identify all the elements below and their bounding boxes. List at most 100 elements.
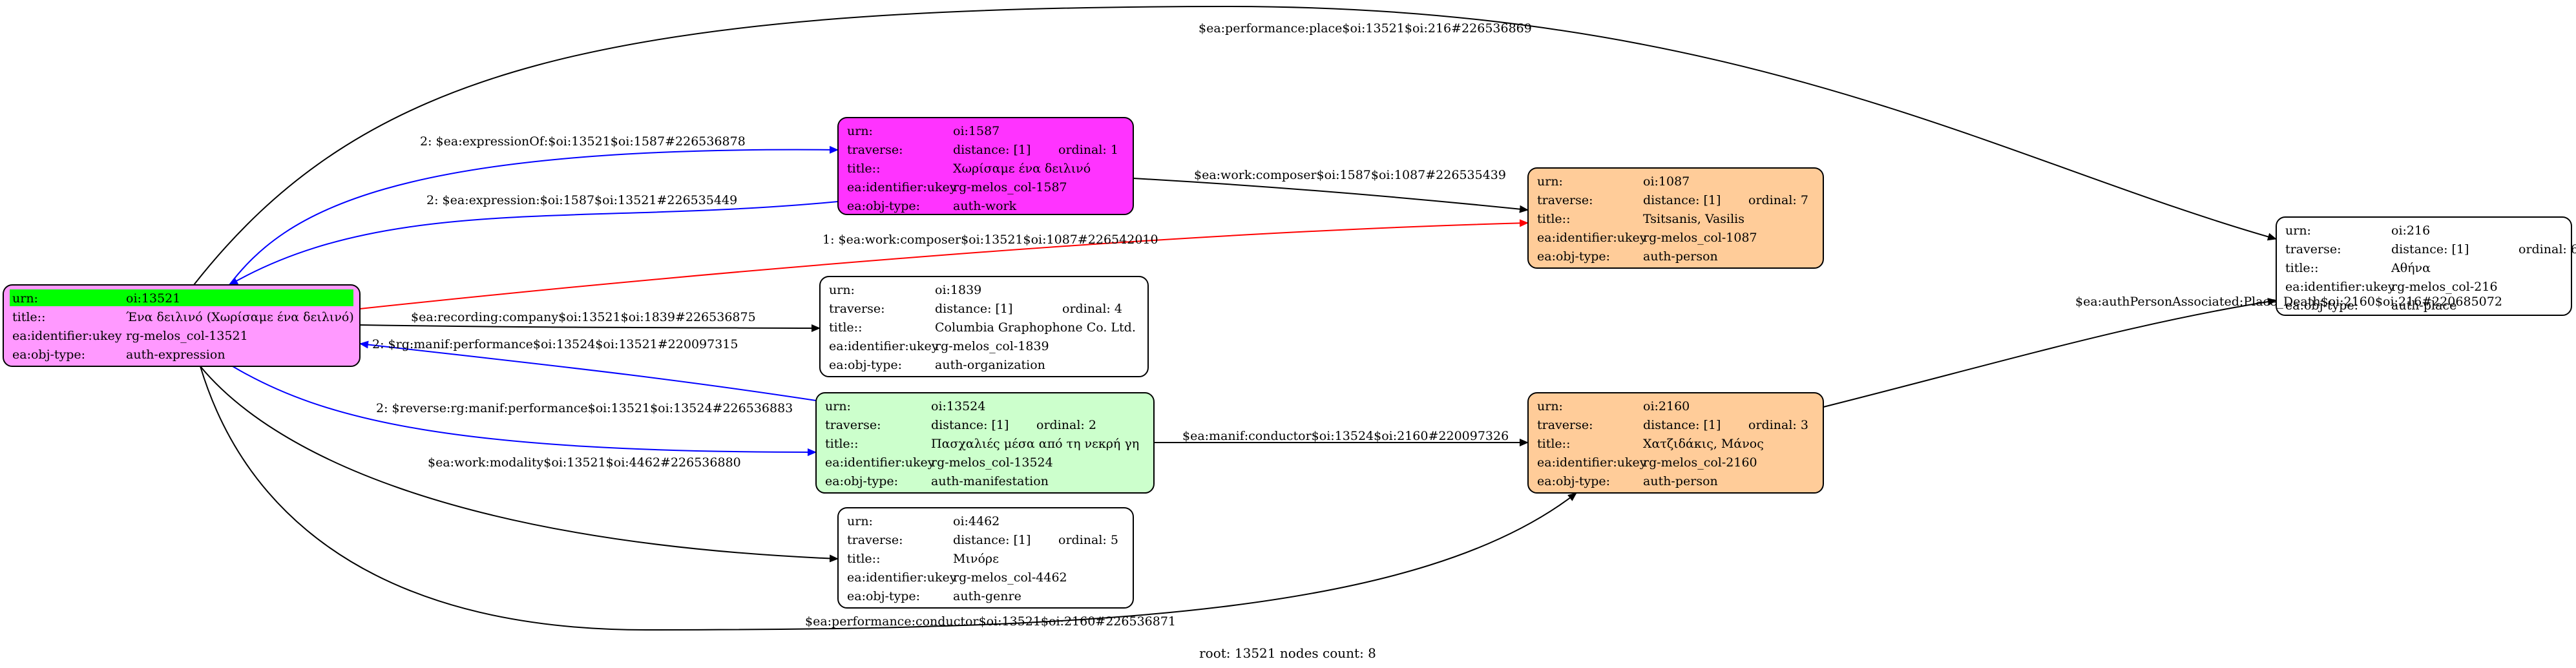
node-field-key: title::	[2285, 261, 2318, 275]
node-field-value: Μινόρε	[953, 552, 999, 566]
edge-10	[1823, 298, 2277, 408]
node-field-value: rg-melos_col-1839	[935, 339, 1049, 353]
node-field-key: title::	[1537, 437, 1570, 451]
node-field-key: ea:identifier:ukey	[829, 339, 939, 353]
node-field-key: ea:obj-type:	[847, 589, 920, 603]
node-field-value: distance: [1]	[1643, 418, 1721, 432]
node-field-value: distance: [1]	[931, 418, 1009, 432]
node-box	[1527, 167, 1824, 269]
node-field-value: rg-melos_col-2160	[1643, 455, 1757, 470]
node-field-value: Αθήνα	[2391, 261, 2431, 275]
node-field-key: urn:	[1537, 399, 1563, 413]
node-field-value: rg-melos_col-1587	[953, 180, 1067, 194]
node-field-value: distance: [1]	[953, 533, 1031, 547]
node-field-value: auth-organization	[935, 358, 1045, 372]
node-field-key: urn:	[1537, 174, 1563, 189]
edge-label-1: $ea:performance:place$oi:13521$oi:216#22…	[1199, 21, 1532, 36]
node-field-key: ea:obj-type:	[825, 474, 898, 488]
node-field-value: Tsitsanis, Vasilis	[1643, 212, 1744, 226]
node-field-value: rg-melos_col-216	[2391, 280, 2498, 294]
node-field-key: ea:obj-type:	[12, 348, 85, 362]
node-field-key: traverse:	[829, 302, 885, 316]
node-field-key: title::	[847, 552, 880, 566]
node-field-ordinal: ordinal: 2	[1036, 418, 1096, 432]
node-field-value: Ένα δειλινό (Χωρίσαμε ένα δειλινό)	[126, 310, 354, 324]
node-field-value: Πασχαλιές μέσα από τη νεκρή γη	[931, 437, 1139, 451]
node-field-key: title::	[829, 320, 862, 335]
node-field-value: oi:13524	[931, 399, 985, 413]
node-field-key: urn:	[12, 291, 38, 306]
node-field-key: ea:identifier:ukey	[2285, 280, 2395, 294]
node-field-key: ea:identifier:ukey	[1537, 455, 1647, 470]
node-field-value: rg-melos_col-13521	[126, 329, 248, 343]
node-box	[837, 507, 1134, 609]
node-field-key: ea:identifier:ukey	[847, 180, 957, 194]
node-field-key: traverse:	[2285, 242, 2341, 256]
edge-label-3: 2: $ea:expression:$oi:1587$oi:13521#2265…	[426, 193, 737, 207]
graph-footer: root: 13521 nodes count: 8	[1199, 645, 1376, 661]
node-box	[815, 392, 1155, 494]
edge-label-5: 1: $ea:work:composer$oi:13521$oi:1087#22…	[822, 233, 1158, 247]
node-field-key: ea:obj-type:	[1537, 249, 1610, 264]
node-field-value: rg-melos_col-1087	[1643, 231, 1757, 245]
edge-1	[193, 5, 2277, 286]
edge-label-7: 2: $rg:manif:performance$oi:13524$oi:135…	[372, 337, 738, 351]
edge-label-11: $ea:work:modality$oi:13521$oi:4462#22653…	[428, 455, 741, 470]
node-field-value: rg-melos_col-13524	[931, 455, 1053, 470]
node-field-value: oi:4462	[953, 514, 1000, 528]
node-field-ordinal: ordinal: 5	[1058, 533, 1118, 547]
node-field-value: auth-expression	[126, 348, 225, 362]
node-box	[819, 276, 1149, 377]
node-box	[837, 117, 1134, 215]
node-field-key: traverse:	[847, 143, 903, 157]
node-field-key: ea:obj-type:	[847, 199, 920, 213]
edge-3	[229, 201, 839, 286]
node-field-value: auth-genre	[953, 589, 1021, 603]
node-field-key: urn:	[847, 514, 873, 528]
node-field-value: auth-work	[953, 199, 1017, 213]
node-field-key: traverse:	[825, 418, 881, 432]
edge-5	[359, 219, 1529, 309]
edge-label-8: 2: $reverse:rg:manif:performance$oi:1352…	[376, 401, 793, 415]
node-field-value: oi:1839	[935, 283, 981, 297]
node-field-key: title::	[1537, 212, 1570, 226]
edge-label-2: 2: $ea:expressionOf:$oi:13521$oi:1587#22…	[420, 134, 746, 149]
node-field-key: ea:identifier:ukey	[825, 455, 935, 470]
node-field-key: urn:	[2285, 224, 2311, 238]
node-field-key: ea:identifier:ukey	[12, 329, 122, 343]
node-field-value: distance: [1]	[2391, 242, 2469, 256]
node-box	[1527, 392, 1824, 494]
node-field-ordinal: ordinal: 3	[1748, 418, 1808, 432]
node-field-key: ea:identifier:ukey	[847, 570, 957, 585]
node-field-ordinal: ordinal: 6	[2518, 242, 2576, 256]
node-field-ordinal: ordinal: 1	[1058, 143, 1118, 157]
node-field-key: traverse:	[1537, 193, 1593, 207]
node-field-value: oi:1587	[953, 124, 1000, 138]
node-field-key: ea:obj-type:	[2285, 298, 2358, 313]
node-field-key: ea:obj-type:	[1537, 474, 1610, 488]
edge-11	[200, 366, 839, 563]
edge-label-4: $ea:work:composer$oi:1587$oi:1087#226535…	[1194, 168, 1506, 182]
edge-12	[200, 366, 1577, 631]
node-field-value: Χωρίσαμε ένα δειλινό	[953, 162, 1091, 176]
node-field-key: ea:obj-type:	[829, 358, 902, 372]
node-field-key: title::	[825, 437, 858, 451]
node-field-value: distance: [1]	[935, 302, 1012, 316]
node-field-value: oi:1087	[1643, 174, 1690, 189]
root-header-highlight	[10, 289, 353, 306]
edge-2	[229, 145, 839, 286]
node-field-value: oi:13521	[126, 291, 180, 306]
node-field-value: oi:2160	[1643, 399, 1690, 413]
node-field-value: auth-person	[1643, 474, 1718, 488]
node-field-key: ea:identifier:ukey	[1537, 231, 1647, 245]
